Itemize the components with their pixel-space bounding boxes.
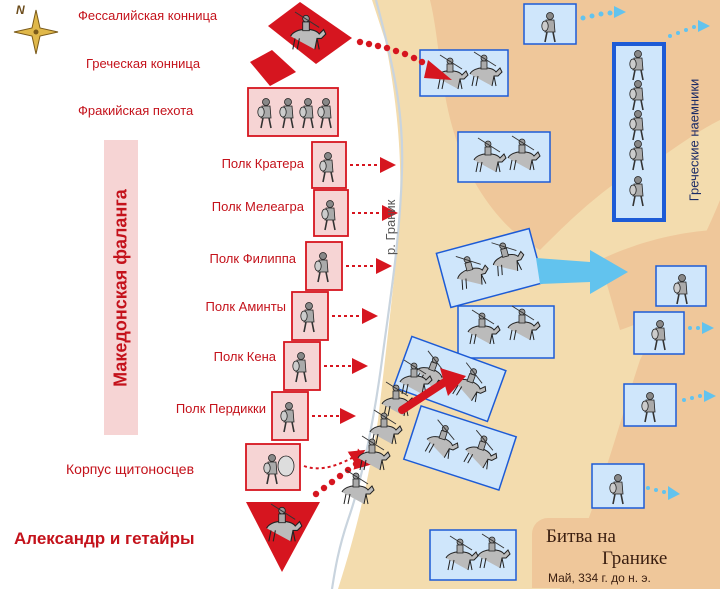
regiment-krateros [311, 141, 396, 189]
label-regiment-koinos: Полк Кена [213, 349, 276, 364]
regiment-meleager [313, 189, 398, 237]
persian-infantry-unit [623, 383, 677, 427]
thessalian-charge-arrow [356, 38, 452, 80]
map-title-line2: Гранике [602, 548, 668, 569]
companions-unit [246, 502, 320, 572]
greek-cavalry-unit [250, 50, 296, 86]
persian-cavalry-unit [435, 227, 545, 309]
macedonian-cavalry-wedge [341, 359, 466, 505]
persian-move-arrow [688, 322, 714, 334]
map-title-panel: Битва на Гранике Май, 334 г. до н. э. [532, 518, 718, 588]
label-river: р. Граник [383, 199, 398, 255]
compass-rose-icon [13, 9, 59, 55]
persian-move-arrow [682, 390, 716, 402]
label-companions: Александр и гетайры [14, 529, 195, 548]
persian-cavalry-unit [429, 529, 517, 581]
label-greek-mercenaries: Греческие наемники [686, 78, 702, 202]
label-regiment-meleager: Полк Мелеагра [211, 199, 304, 214]
thracian-infantry-unit [247, 87, 339, 137]
persian-infantry-unit [591, 463, 645, 509]
persian-infantry-unit [655, 265, 707, 307]
label-regiment-philip: Полк Филиппа [209, 251, 296, 266]
persian-cavalry-unit [402, 404, 518, 492]
label-thracian-infantry: Фракийская пехота [78, 103, 194, 118]
label-regiment-krateros: Полк Кратера [221, 156, 304, 171]
regiment-philip [305, 241, 392, 291]
greek-mercenaries-unit [612, 42, 666, 222]
regiment-amyntas [291, 291, 378, 341]
compass-north-label: N [16, 3, 25, 17]
persian-infantry-unit [633, 311, 685, 355]
label-regiment-perdiccas: Полк Пердикки [175, 401, 266, 416]
regiment-koinos [283, 341, 368, 391]
persian-cavalry-unit [457, 305, 555, 359]
persian-infantry-unit [523, 3, 577, 45]
label-regiment-amyntas: Полк Аминты [205, 299, 286, 314]
persian-advance-arrow [536, 250, 628, 294]
map-title-date: Май, 334 г. до н. э. [548, 571, 651, 585]
label-macedonian-phalanx: Македонская фаланга [110, 188, 131, 387]
persian-move-arrow [580, 6, 626, 21]
thessalian-cavalry-unit [268, 2, 352, 64]
phalanx-label-box: Македонская фаланга [104, 140, 138, 435]
hypaspists-unit [245, 443, 366, 491]
persian-move-arrow [668, 20, 710, 38]
map-title-line1: Битва на [546, 526, 616, 547]
river-granicus [330, 0, 404, 589]
label-greek-cavalry: Греческая конница [86, 56, 201, 71]
persian-cavalry-unit [457, 131, 551, 183]
regiment-perdiccas [271, 391, 356, 441]
label-thessalian-cavalry: Фессалийская конница [78, 8, 218, 23]
persian-move-arrow [646, 486, 680, 500]
label-hypaspists: Корпус щитоносцев [66, 461, 195, 477]
